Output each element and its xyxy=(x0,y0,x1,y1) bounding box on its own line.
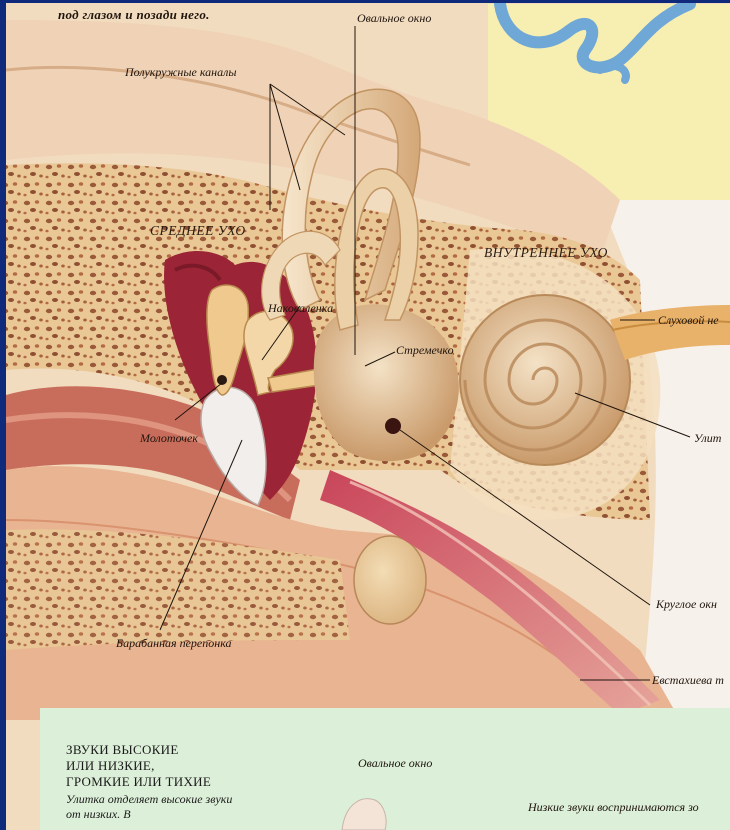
panel-body-line-2: от низких. В xyxy=(66,807,232,822)
bone-knob xyxy=(354,536,426,624)
round-window-dot xyxy=(385,418,401,434)
panel-title: ЗВУКИ ВЫСОКИЕ ИЛИ НИЗКИЕ, ГРОМКИЕ ИЛИ ТИ… xyxy=(66,742,211,790)
label-malleus: Молоточек xyxy=(140,432,198,444)
page-edge-top xyxy=(0,0,730,3)
label-semicircular-canals: Полукружные каналы xyxy=(125,66,236,78)
panel-title-line-3: ГРОМКИЕ ИЛИ ТИХИЕ xyxy=(66,774,211,790)
label-oval-window: Овальное окно xyxy=(357,12,431,24)
label-inner-ear: ВНУТРЕННЕЕ УХО xyxy=(484,246,608,260)
panel-body-line-1: Улитка отделяет высокие звуки xyxy=(66,792,232,807)
label-middle-ear: СРЕДНЕЕ УХО xyxy=(150,224,246,238)
label-incus: Наковаленка xyxy=(268,302,333,314)
panel-body: Улитка отделяет высокие звуки от низких.… xyxy=(66,792,232,822)
label-auditory-nerve: Слуховой не xyxy=(658,314,719,326)
panel-title-line-2: ИЛИ НИЗКИЕ, xyxy=(66,758,211,774)
panel-label-oval-window: Овальное окно xyxy=(358,757,432,769)
label-eustachian-tube: Евстахиева т xyxy=(652,674,724,686)
panel-title-line-1: ЗВУКИ ВЫСОКИЕ xyxy=(66,742,211,758)
label-stapes: Стремечко xyxy=(396,344,454,356)
label-eardrum: Барабанная перепонка xyxy=(116,637,232,649)
page-edge-left xyxy=(0,0,6,830)
label-round-window: Круглое окн xyxy=(656,598,717,610)
panel-label-low-sounds: Низкие звуки воспринимаются зо xyxy=(528,801,699,813)
label-cochlea: Улит xyxy=(694,432,721,444)
top-note: под глазом и позади него. xyxy=(58,8,210,21)
